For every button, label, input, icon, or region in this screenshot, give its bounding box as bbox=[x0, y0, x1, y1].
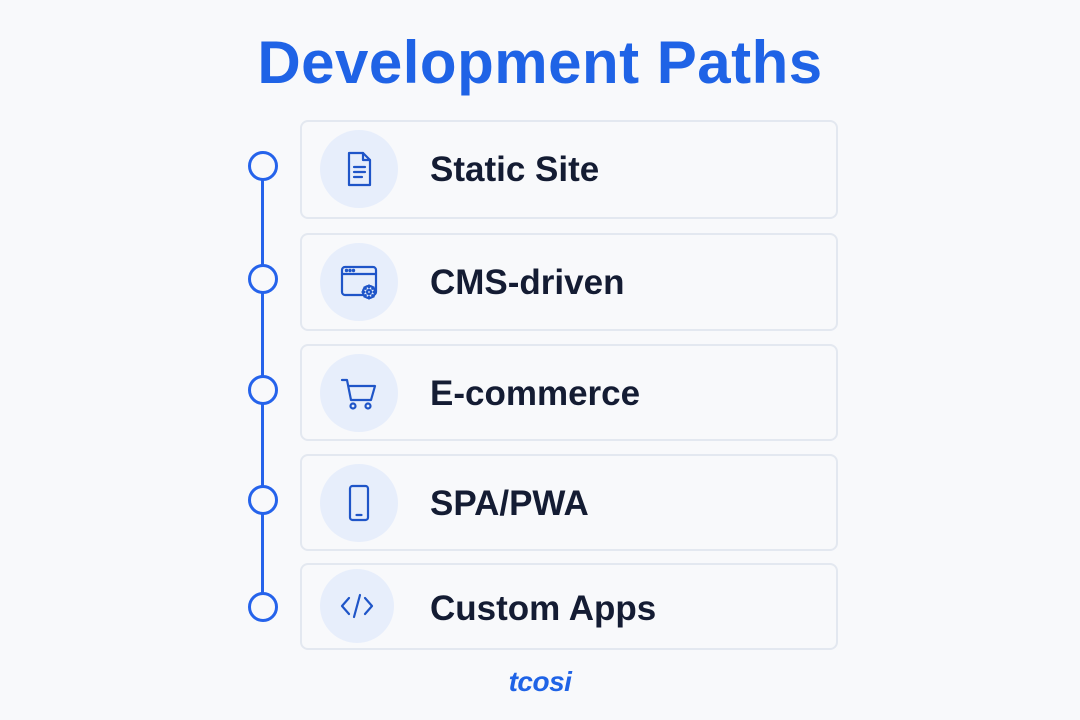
path-label: E-commerce bbox=[430, 374, 641, 413]
path-card-spa-pwa: SPA/PWA bbox=[300, 454, 838, 551]
path-label: Static Site bbox=[430, 150, 600, 189]
timeline-node-spa-pwa bbox=[248, 485, 278, 515]
timeline-node-cms-driven bbox=[248, 264, 278, 294]
timeline-node-custom-apps bbox=[248, 592, 278, 622]
timeline-node-e-commerce bbox=[248, 375, 278, 405]
document-icon bbox=[320, 130, 398, 208]
smartphone-icon bbox=[320, 464, 398, 542]
brand-logo: tcosi bbox=[508, 666, 572, 697]
page-title: Development Paths bbox=[257, 29, 823, 96]
code-icon bbox=[320, 569, 394, 643]
path-label: CMS-driven bbox=[430, 263, 625, 302]
shopping-cart-icon bbox=[320, 354, 398, 432]
browser-settings-icon bbox=[320, 243, 398, 321]
path-card-cms-driven: CMS-driven bbox=[300, 233, 838, 331]
path-card-custom-apps: Custom Apps bbox=[300, 563, 838, 650]
path-label: SPA/PWA bbox=[430, 484, 589, 523]
timeline-node-static-site bbox=[248, 151, 278, 181]
path-card-static-site: Static Site bbox=[300, 120, 838, 219]
path-card-e-commerce: E-commerce bbox=[300, 344, 838, 441]
path-label: Custom Apps bbox=[430, 589, 657, 628]
